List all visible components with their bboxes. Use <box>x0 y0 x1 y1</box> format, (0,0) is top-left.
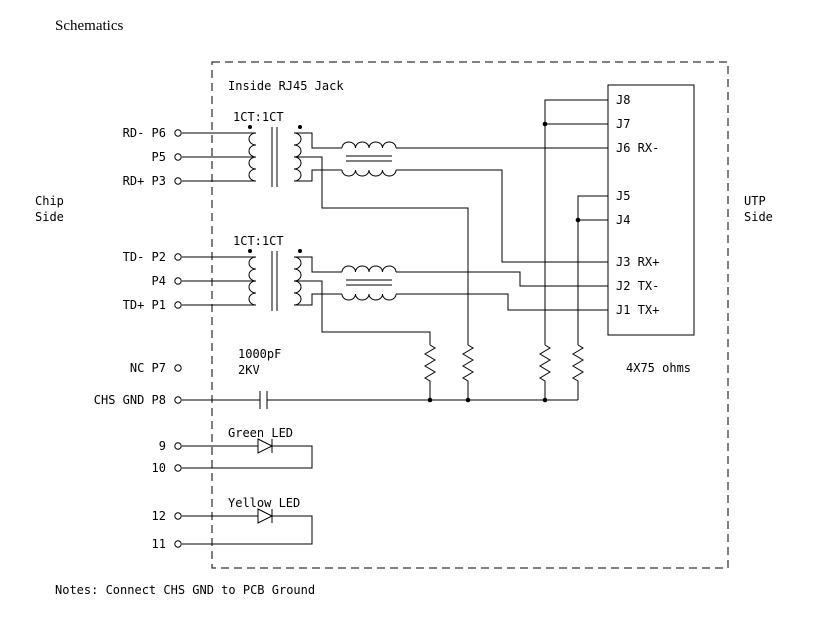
choke-winding-top <box>341 265 397 273</box>
wire-segment <box>182 515 313 545</box>
wire-segment <box>294 293 342 306</box>
chip-side-label-line2: Side <box>35 210 64 224</box>
choke-1 <box>341 141 397 177</box>
resistor-1 <box>424 344 436 400</box>
choke-winding-top <box>341 141 397 149</box>
choke-winding-bottom <box>341 293 397 301</box>
chip-pin-label-p7: NC P7 <box>130 361 166 375</box>
jack-pin-label-j1: J1 TX+ <box>616 303 659 317</box>
winding-secondary <box>293 256 302 306</box>
transformer1-ratio-label: 1CT:1CT <box>233 110 284 124</box>
terminal-p2 <box>174 253 182 261</box>
winding-primary <box>248 256 257 306</box>
jack-pin-label-j4: J4 <box>616 213 630 227</box>
led-pin-label-11: 11 <box>152 537 166 551</box>
chip-pin-label-p3: RD+ P3 <box>123 174 166 188</box>
wire-segment <box>294 156 469 345</box>
chip-pin-label-p1: TD+ P1 <box>123 298 166 312</box>
wire-segment <box>396 293 608 311</box>
enclosure-label: Inside RJ45 Jack <box>228 79 344 93</box>
resistor-3 <box>539 344 551 400</box>
choke-2 <box>341 265 397 301</box>
transformer2-ratio-label: 1CT:1CT <box>233 234 284 248</box>
chip-pin-terminals <box>174 129 182 548</box>
terminal-p6 <box>174 129 182 137</box>
led-green-diode <box>257 438 274 454</box>
phase-dot <box>248 125 252 129</box>
wire-segment <box>294 132 342 149</box>
jack-pin-label-j8: J8 <box>616 93 630 107</box>
schematic-title: Schematics <box>55 18 123 34</box>
wires <box>182 99 608 545</box>
led-green-label: Green LED <box>228 426 293 440</box>
utp-side-label-line2: Side <box>744 210 773 224</box>
chip-pin-label-p5: P5 <box>152 150 166 164</box>
led-pin-label-10: 10 <box>152 461 166 475</box>
terminal-p5 <box>174 153 182 161</box>
diode-triangle <box>257 438 274 454</box>
junction-dot <box>575 217 581 223</box>
wire-segment <box>294 256 342 273</box>
jack-pin-label-j2: J2 TX- <box>616 279 659 293</box>
termination-resistors-label: 4X75 ohms <box>626 361 691 375</box>
chip-pin-label-p4: P4 <box>152 274 166 288</box>
junction-dots <box>427 121 581 403</box>
wire-segment <box>396 169 608 263</box>
chip-pin-label-p2: TD- P2 <box>123 250 166 264</box>
terminal-p8 <box>174 396 182 404</box>
jack-enclosure-border <box>211 61 729 569</box>
phase-dot <box>248 249 252 253</box>
junction-dot <box>542 121 548 127</box>
led-yellow-diode <box>257 508 274 524</box>
rj45-connector-box <box>607 84 695 336</box>
transformer-1 <box>248 125 302 187</box>
jack-pin-label-j5: J5 <box>616 189 630 203</box>
wire-segment <box>544 99 608 345</box>
resistor-4 <box>572 344 584 400</box>
winding-primary <box>248 132 257 182</box>
capacitor-value-label: 1000pF <box>238 347 281 361</box>
wire-segment <box>396 271 608 287</box>
phase-dot <box>298 125 302 129</box>
led-pin-label-9: 9 <box>159 439 166 453</box>
terminal-9 <box>174 442 182 450</box>
capacitor-rating-label: 2KV <box>238 363 260 377</box>
phase-dot <box>298 249 302 253</box>
termination-resistors <box>424 344 584 400</box>
junction-dot <box>542 397 548 403</box>
choke-winding-bottom <box>341 169 397 177</box>
jack-pin-label-j3: J3 RX+ <box>616 255 659 269</box>
junction-dot <box>427 397 433 403</box>
wire-segment <box>577 195 608 345</box>
jack-pin-label-j6: J6 RX- <box>616 141 659 155</box>
terminal-p7 <box>174 364 182 372</box>
wire-segment <box>294 169 342 182</box>
terminal-p4 <box>174 277 182 285</box>
terminal-11 <box>174 540 182 548</box>
transformer-2 <box>248 249 302 311</box>
chip-pin-label-p6: RD- P6 <box>123 126 166 140</box>
led-pin-label-12: 12 <box>152 509 166 523</box>
junction-dot <box>465 397 471 403</box>
resistor-2 <box>462 344 474 400</box>
jack-pin-label-j7: J7 <box>616 117 630 131</box>
chip-side-label-line1: Chip <box>35 194 64 208</box>
chip-pin-label-p8: CHS GND P8 <box>94 393 166 407</box>
terminal-12 <box>174 512 182 520</box>
wire-segment <box>182 445 313 469</box>
utp-side-label-line1: UTP <box>744 194 766 208</box>
terminal-p1 <box>174 301 182 309</box>
diode-triangle <box>257 508 274 524</box>
winding-secondary <box>293 132 302 182</box>
led-yellow-label: Yellow LED <box>228 496 300 510</box>
terminal-10 <box>174 464 182 472</box>
terminal-p3 <box>174 177 182 185</box>
wire-segment <box>294 280 431 345</box>
capacitor-c1 <box>259 391 268 409</box>
notes-text: Notes: Connect CHS GND to PCB Ground <box>55 583 315 597</box>
